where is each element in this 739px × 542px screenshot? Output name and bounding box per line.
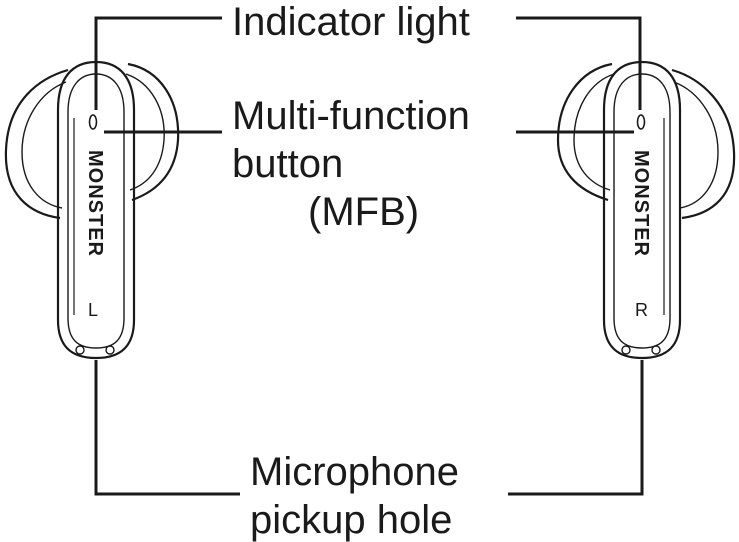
mic-leader-left xyxy=(94,360,240,496)
right-brand-text: MONSTER xyxy=(630,150,652,257)
right-earbud xyxy=(556,60,736,360)
left-indicator-light xyxy=(88,114,98,130)
left-earbud-tip xyxy=(4,68,69,220)
right-mic-hole xyxy=(621,345,631,355)
indicator-light-label: Indicator light xyxy=(232,0,470,44)
left-mic-hole xyxy=(75,345,85,355)
indicator-leader-left xyxy=(94,16,222,110)
left-brand-text: MONSTER xyxy=(84,150,106,257)
mfb-label-line1: Multi-function xyxy=(232,94,470,138)
left-earbud-stem xyxy=(56,60,136,360)
mic-label-line2: pickup hole xyxy=(250,498,453,542)
left-earbud xyxy=(4,60,180,360)
right-earbud-stem xyxy=(602,60,682,360)
mfb-label-line3: (MFB) xyxy=(308,190,420,234)
mic-leader-right xyxy=(508,360,644,496)
left-side-letter: L xyxy=(88,300,98,320)
right-earbud-tip xyxy=(671,68,736,220)
right-side-letter: R xyxy=(635,300,648,320)
right-indicator-light xyxy=(636,114,646,130)
indicator-leader-right xyxy=(516,16,642,110)
mic-label-line1: Microphone xyxy=(250,450,460,494)
mfb-label-line2: button xyxy=(232,142,344,186)
